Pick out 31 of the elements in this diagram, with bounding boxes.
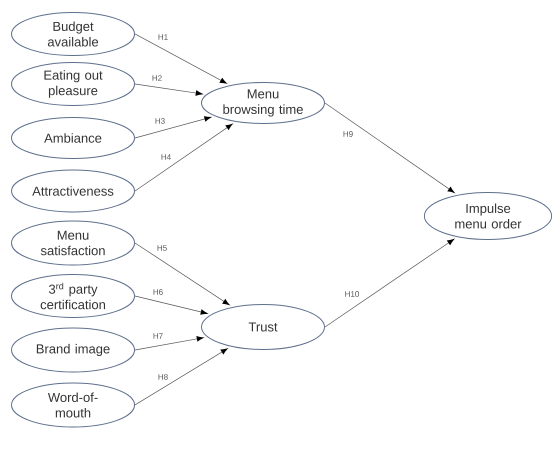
edge-label: H2 <box>152 75 162 81</box>
edge-label: H10 <box>345 291 360 297</box>
ellipse-node: Budget available <box>11 12 135 56</box>
arrow <box>134 348 228 406</box>
ellipse-node: Eating out pleasure <box>11 62 135 106</box>
ellipse-node: Ambiance <box>11 117 135 159</box>
ellipse-node: Word-of-mouth <box>11 382 135 428</box>
arrow <box>134 116 212 138</box>
arrow <box>134 336 204 350</box>
edge-label: H9 <box>344 131 353 137</box>
arrow <box>134 242 230 306</box>
edge-label: H7 <box>154 333 163 339</box>
edge-label: H1 <box>158 34 168 40</box>
arrow <box>324 102 455 193</box>
arrow <box>134 124 233 192</box>
ellipse-node: 3$^{rd}$ party certification <box>11 274 135 318</box>
ellipse-node: Menu browsing time <box>201 82 325 124</box>
edge-label: H6 <box>154 289 163 295</box>
edge-label: H3 <box>156 118 165 124</box>
ellipse-node: Menu satisfaction <box>11 220 135 266</box>
edge-label: H5 <box>158 245 167 251</box>
ellipse-node: Brand image <box>11 327 135 372</box>
arrow <box>134 296 208 315</box>
ellipse-node: Trust <box>201 304 325 350</box>
arrow <box>324 238 454 328</box>
ellipse-node: Impulse menu order <box>424 192 552 240</box>
edge-label: H8 <box>158 374 168 380</box>
ellipse-node: Attractiveness <box>11 170 135 212</box>
arrow <box>134 84 203 96</box>
arrow <box>134 34 227 84</box>
edge-label: H4 <box>162 154 171 160</box>
